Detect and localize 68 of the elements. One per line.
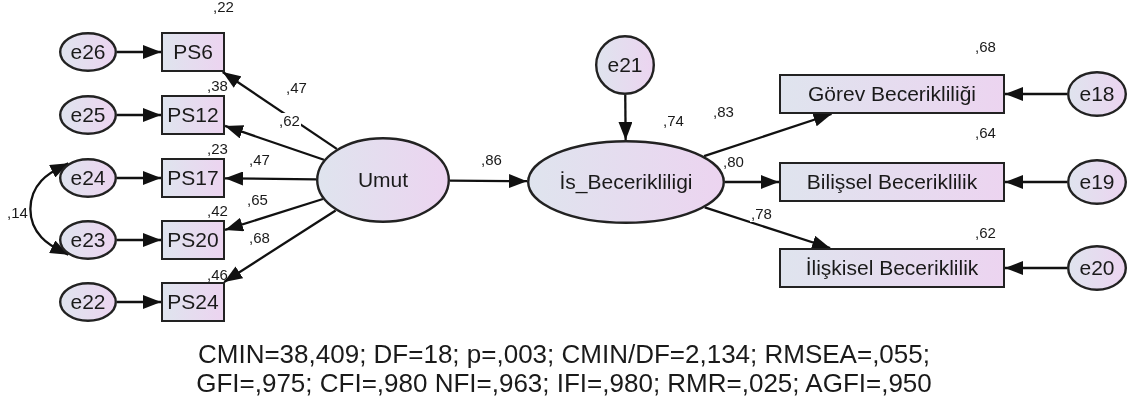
r-squared-value: ,42 — [207, 202, 228, 219]
arrow — [222, 71, 338, 150]
r-squared-value: ,68 — [975, 38, 996, 55]
r-squared-value: ,64 — [975, 124, 996, 141]
node-label: PS17 — [167, 166, 219, 190]
edge-label: ,68 — [248, 230, 271, 246]
r-squared-value: ,22 — [213, 0, 234, 15]
node-label: e18 — [1079, 82, 1115, 106]
fit-statistics-caption: CMIN=38,409; DF=18; p=,003; CMIN/DF=2,134; RMSEA=,055; GFI=,975; CFI=,980 NFI=,963; IFI=,980; RMR=,025; AGFI=,950 — [195, 340, 933, 398]
edge-label: ,47 — [285, 80, 308, 96]
error-term-ellipse — [1067, 245, 1127, 291]
node-label: PS20 — [167, 228, 219, 252]
arrow — [117, 171, 161, 185]
node-label: e19 — [1079, 170, 1115, 194]
r-squared-value: ,23 — [207, 140, 228, 157]
error-term-ellipse — [59, 220, 117, 260]
latent-variable-ellipse — [316, 137, 450, 223]
node-label: e25 — [70, 103, 106, 127]
edge-label: ,78 — [750, 206, 773, 222]
covariance-arrow — [29, 162, 69, 256]
error-term-ellipse — [59, 282, 117, 322]
r-squared-value: ,46 — [207, 266, 228, 283]
edge-label: ,86 — [480, 152, 503, 168]
arrow — [117, 295, 161, 309]
node-label: e23 — [70, 228, 106, 252]
r-squared-value: ,74 — [663, 112, 684, 129]
node-label: İlişkisel Beceriklilik — [805, 256, 979, 280]
arrow — [1005, 261, 1067, 275]
node-label: PS24 — [167, 290, 219, 314]
node-label: e24 — [70, 166, 106, 190]
arrow — [704, 206, 831, 250]
arrow — [117, 108, 161, 122]
arrow — [449, 174, 528, 189]
arrow — [225, 171, 317, 186]
node-label: İs_Becerikliligi — [559, 170, 693, 194]
edge-label: ,65 — [246, 192, 269, 208]
arrow — [224, 124, 325, 161]
arrow — [117, 45, 161, 59]
edge-label: ,83 — [712, 104, 735, 120]
arrow — [1005, 87, 1067, 101]
arrow — [618, 95, 633, 140]
error-term-ellipse — [1067, 159, 1127, 205]
edge-label: ,47 — [248, 152, 271, 168]
node-label: Bilişsel Beceriklilik — [806, 170, 978, 194]
node-label: e26 — [70, 40, 106, 64]
error-term-ellipse — [595, 35, 655, 95]
node-label: Umut — [357, 168, 409, 192]
node-label: PS12 — [167, 103, 219, 127]
edge-label: ,62 — [278, 113, 301, 129]
arrow — [117, 233, 161, 247]
r-squared-value: ,62 — [975, 224, 996, 241]
node-label: e21 — [607, 53, 643, 77]
error-term-ellipse — [59, 32, 117, 72]
error-term-ellipse — [59, 158, 117, 198]
edge-label: ,80 — [722, 154, 745, 170]
node-label: Görev Becerikliliği — [807, 82, 977, 106]
arrow — [224, 197, 324, 232]
node-label: e20 — [1079, 256, 1115, 280]
node-label: PS6 — [173, 40, 213, 64]
arrow — [703, 112, 832, 158]
arrow — [223, 209, 337, 283]
arrow — [1005, 175, 1067, 189]
r-squared-value: ,38 — [207, 77, 228, 94]
error-term-ellipse — [59, 95, 117, 135]
error-term-ellipse — [1067, 71, 1127, 117]
node-label: e22 — [70, 290, 106, 314]
edge-label: ,14 — [6, 205, 29, 221]
arrow — [725, 175, 779, 189]
